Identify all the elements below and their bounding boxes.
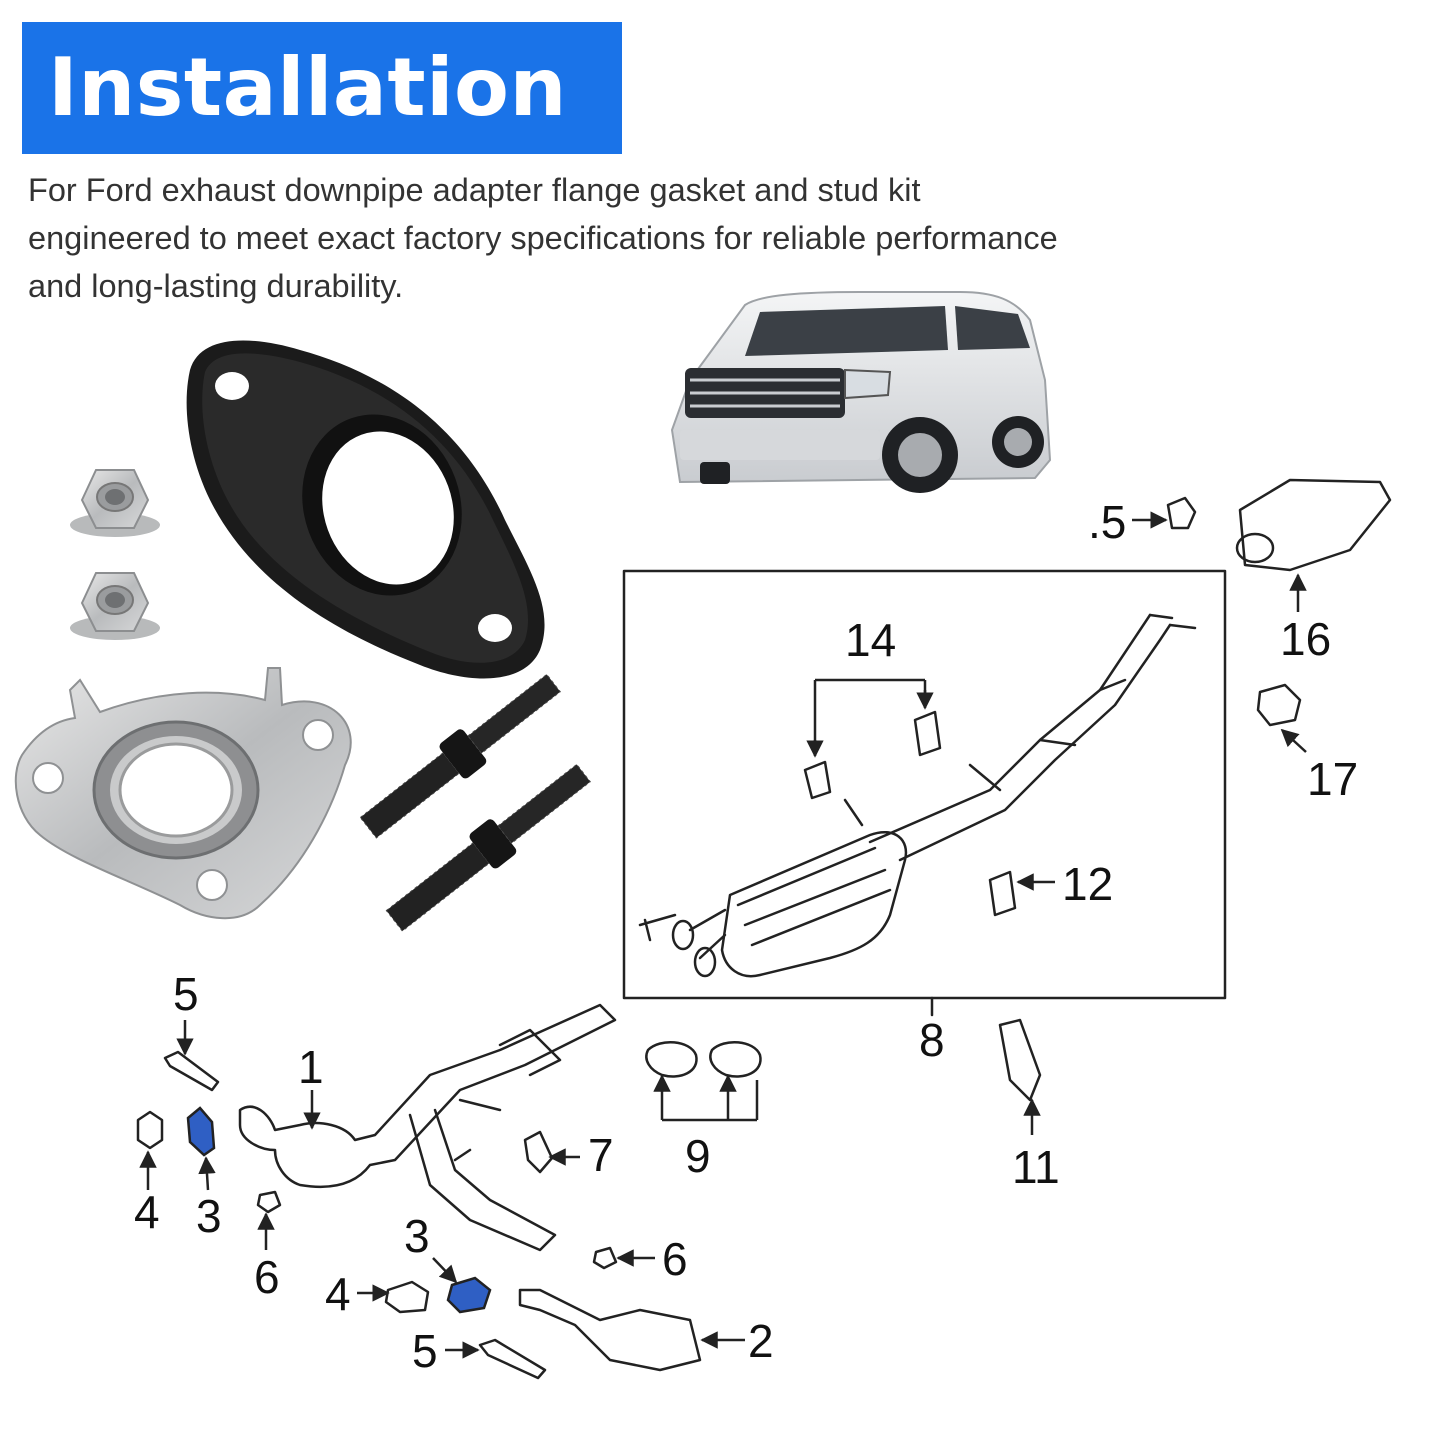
clamp-part-9-left: [645, 1041, 698, 1078]
callout-9: 9: [685, 1130, 711, 1182]
callout-16: 16: [1280, 613, 1331, 665]
callout-5-upper: 5: [173, 968, 199, 1020]
page-title: Installation: [48, 41, 567, 134]
muffler-pipe-drawing: [638, 613, 1197, 978]
callout-4-upper: 4: [134, 1186, 160, 1238]
callout-11: 11: [1012, 1141, 1060, 1193]
callout-5-top: .5: [1088, 496, 1126, 548]
hanger-clip-14-right: [913, 710, 942, 757]
part-16-drawing: [1238, 478, 1392, 572]
leader-3-upper: [198, 1156, 216, 1191]
callout-1: 1: [298, 1041, 324, 1093]
metal-gasket: [14, 667, 352, 920]
stud-part-5-upper: [163, 1050, 220, 1092]
muffler-assembly-box: [622, 569, 1227, 1000]
leader-9: [660, 1080, 759, 1122]
stud-part-5-lower: [478, 1338, 547, 1380]
clamp-part-9-right: [709, 1041, 762, 1078]
hanger-clip-14-left: [803, 760, 832, 800]
ford-suv-image: [670, 291, 1052, 493]
part-5-top-drawing: [1166, 496, 1197, 530]
flange-nut-top: [70, 469, 160, 537]
callout-5-lower: 5: [412, 1325, 438, 1377]
callout-8: 8: [919, 1014, 945, 1066]
exhaust-stud-top: [359, 673, 561, 839]
callout-7: 7: [588, 1129, 614, 1181]
title-banner: Installation: [22, 22, 622, 154]
gasket-part-3-lower: [446, 1276, 492, 1314]
gasket-part-4-lower: [384, 1280, 430, 1314]
callout-6-right: 6: [662, 1233, 688, 1285]
gasket-part-4-upper: [136, 1110, 164, 1150]
leader-17: [1280, 728, 1307, 753]
part-17-drawing: [1256, 683, 1302, 727]
hanger-part-11: [998, 1018, 1042, 1102]
gasket-part-3-upper: [186, 1106, 216, 1157]
callout-3-lower: 3: [404, 1210, 430, 1262]
part-16-outlet: [1235, 532, 1275, 564]
callout-3-upper: 3: [196, 1190, 222, 1242]
nut-part-6-left: [256, 1190, 282, 1214]
downpipe-assembly-drawing: [238, 1003, 702, 1372]
leader-14: [813, 678, 927, 755]
callout-2: 2: [748, 1315, 774, 1367]
callout-17: 17: [1307, 753, 1358, 805]
hanger-clip-12: [988, 870, 1017, 917]
callout-14: 14: [845, 614, 896, 666]
callout-4-lower: 4: [325, 1268, 351, 1320]
nut-part-6-right: [592, 1246, 618, 1270]
leader-3-lower: [432, 1257, 458, 1284]
flange-nut-bottom: [70, 572, 160, 640]
adapter-flange: [186, 340, 545, 679]
exhaust-stud-bottom: [385, 763, 591, 932]
callout-6-left: 6: [254, 1251, 280, 1303]
callout-12: 12: [1062, 858, 1113, 910]
bracket-part-7: [523, 1130, 554, 1174]
product-description: For Ford exhaust downpipe adapter flange…: [28, 172, 1058, 304]
